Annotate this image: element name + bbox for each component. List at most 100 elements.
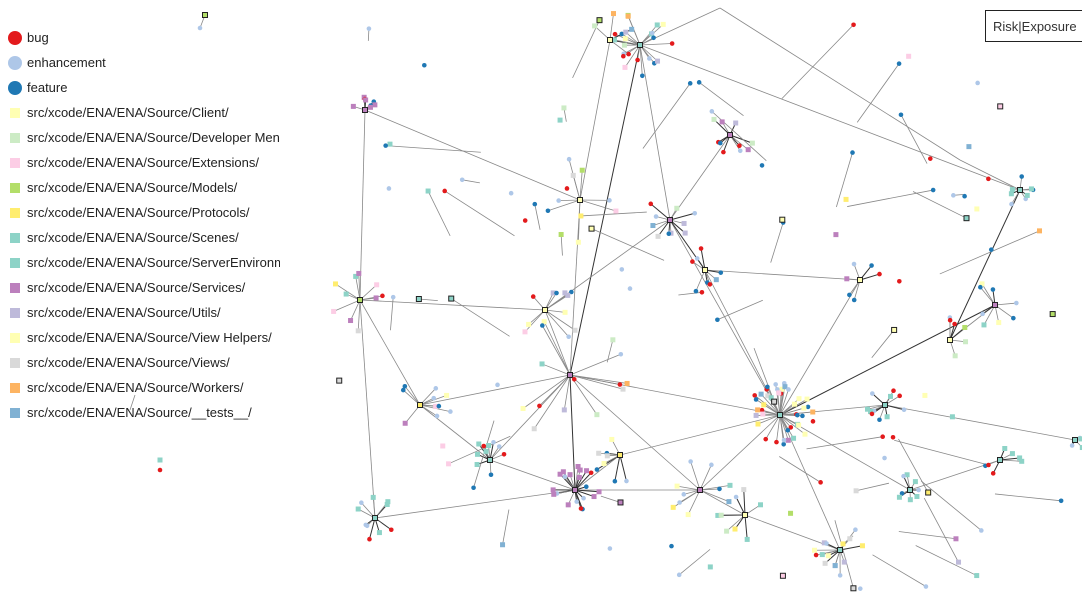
file-node[interactable]: [376, 530, 382, 536]
file-node[interactable]: [561, 407, 567, 413]
issue-node[interactable]: [851, 261, 857, 267]
issue-node[interactable]: [676, 572, 682, 578]
file-node[interactable]: [1017, 187, 1023, 193]
file-node[interactable]: [1008, 191, 1014, 197]
file-node[interactable]: [425, 188, 431, 194]
file-node[interactable]: [963, 215, 970, 222]
issue-node[interactable]: [530, 294, 536, 299]
file-node[interactable]: [1079, 445, 1082, 451]
issue-node[interactable]: [677, 500, 682, 505]
file-node[interactable]: [577, 467, 583, 473]
issue-node[interactable]: [923, 584, 929, 589]
file-node[interactable]: [956, 559, 962, 565]
issue-node[interactable]: [869, 263, 874, 268]
issue-node[interactable]: [607, 546, 613, 551]
file-node[interactable]: [578, 213, 584, 219]
file-node[interactable]: [1019, 458, 1025, 464]
issue-node[interactable]: [436, 403, 442, 409]
file-node[interactable]: [744, 536, 750, 542]
file-node[interactable]: [844, 276, 850, 282]
issue-node[interactable]: [612, 478, 618, 484]
file-node[interactable]: [343, 291, 349, 297]
file-node[interactable]: [925, 489, 932, 496]
file-node[interactable]: [440, 443, 446, 449]
file-node[interactable]: [727, 132, 733, 138]
file-node[interactable]: [761, 402, 767, 408]
issue-node[interactable]: [774, 439, 779, 445]
file-node[interactable]: [557, 471, 563, 477]
file-node[interactable]: [622, 36, 628, 42]
issue-node[interactable]: [537, 403, 542, 409]
issue-node[interactable]: [666, 231, 672, 237]
file-node[interactable]: [785, 437, 791, 443]
issue-node[interactable]: [1011, 315, 1016, 321]
issue-node[interactable]: [715, 317, 720, 323]
issue-node[interactable]: [990, 287, 996, 292]
issue-node[interactable]: [800, 413, 805, 419]
issue-node[interactable]: [508, 190, 514, 196]
file-node[interactable]: [331, 308, 337, 314]
file-node[interactable]: [768, 395, 774, 401]
file-node[interactable]: [623, 29, 629, 35]
file-node[interactable]: [966, 144, 972, 150]
file-node[interactable]: [1037, 228, 1043, 234]
issue-node[interactable]: [857, 586, 863, 591]
issue-node[interactable]: [763, 436, 769, 442]
issue-node[interactable]: [951, 193, 956, 198]
file-node[interactable]: [733, 120, 739, 126]
issue-node[interactable]: [837, 573, 843, 578]
file-node[interactable]: [417, 402, 423, 408]
file-node[interactable]: [570, 172, 576, 178]
issue-node[interactable]: [1058, 498, 1064, 504]
file-node[interactable]: [765, 393, 771, 399]
issue-node[interactable]: [897, 278, 902, 284]
file-node[interactable]: [486, 443, 492, 449]
file-node[interactable]: [1072, 437, 1078, 443]
file-node[interactable]: [483, 448, 489, 454]
issue-node[interactable]: [877, 271, 882, 277]
file-node[interactable]: [702, 267, 708, 273]
file-node[interactable]: [792, 401, 798, 407]
file-node[interactable]: [715, 512, 721, 518]
file-node[interactable]: [617, 452, 623, 458]
file-node[interactable]: [681, 220, 687, 226]
file-node[interactable]: [963, 339, 969, 345]
issue-node[interactable]: [624, 478, 629, 484]
file-node[interactable]: [444, 392, 450, 398]
file-node[interactable]: [594, 412, 600, 418]
issue-node[interactable]: [488, 472, 494, 478]
issue-node[interactable]: [448, 409, 453, 414]
file-node[interactable]: [541, 319, 547, 325]
issue-node[interactable]: [692, 210, 698, 216]
file-node[interactable]: [591, 494, 597, 500]
file-node[interactable]: [567, 472, 573, 478]
file-node[interactable]: [713, 277, 719, 283]
issue-node[interactable]: [986, 462, 991, 468]
file-node[interactable]: [884, 414, 890, 420]
issue-node[interactable]: [813, 552, 819, 558]
file-node[interactable]: [804, 396, 810, 402]
file-node[interactable]: [531, 426, 537, 432]
file-node[interactable]: [558, 231, 564, 237]
file-node[interactable]: [779, 386, 785, 392]
issue-node[interactable]: [545, 208, 551, 214]
issue-node[interactable]: [759, 163, 765, 168]
file-node[interactable]: [760, 411, 766, 417]
file-node[interactable]: [384, 501, 390, 507]
issue-node[interactable]: [566, 156, 572, 162]
file-node[interactable]: [624, 380, 630, 386]
issue-node[interactable]: [847, 292, 852, 298]
file-node[interactable]: [1017, 455, 1023, 461]
issue-node[interactable]: [380, 293, 385, 299]
issue-node[interactable]: [617, 382, 623, 387]
issue-node[interactable]: [367, 536, 372, 542]
issue-node[interactable]: [562, 474, 568, 480]
file-node[interactable]: [891, 326, 898, 333]
file-node[interactable]: [667, 217, 673, 223]
issue-node[interactable]: [442, 188, 448, 194]
file-node[interactable]: [802, 431, 808, 437]
issue-node[interactable]: [962, 193, 967, 199]
issue-node[interactable]: [897, 393, 902, 399]
file-node[interactable]: [1009, 451, 1015, 457]
file-node[interactable]: [896, 494, 902, 500]
